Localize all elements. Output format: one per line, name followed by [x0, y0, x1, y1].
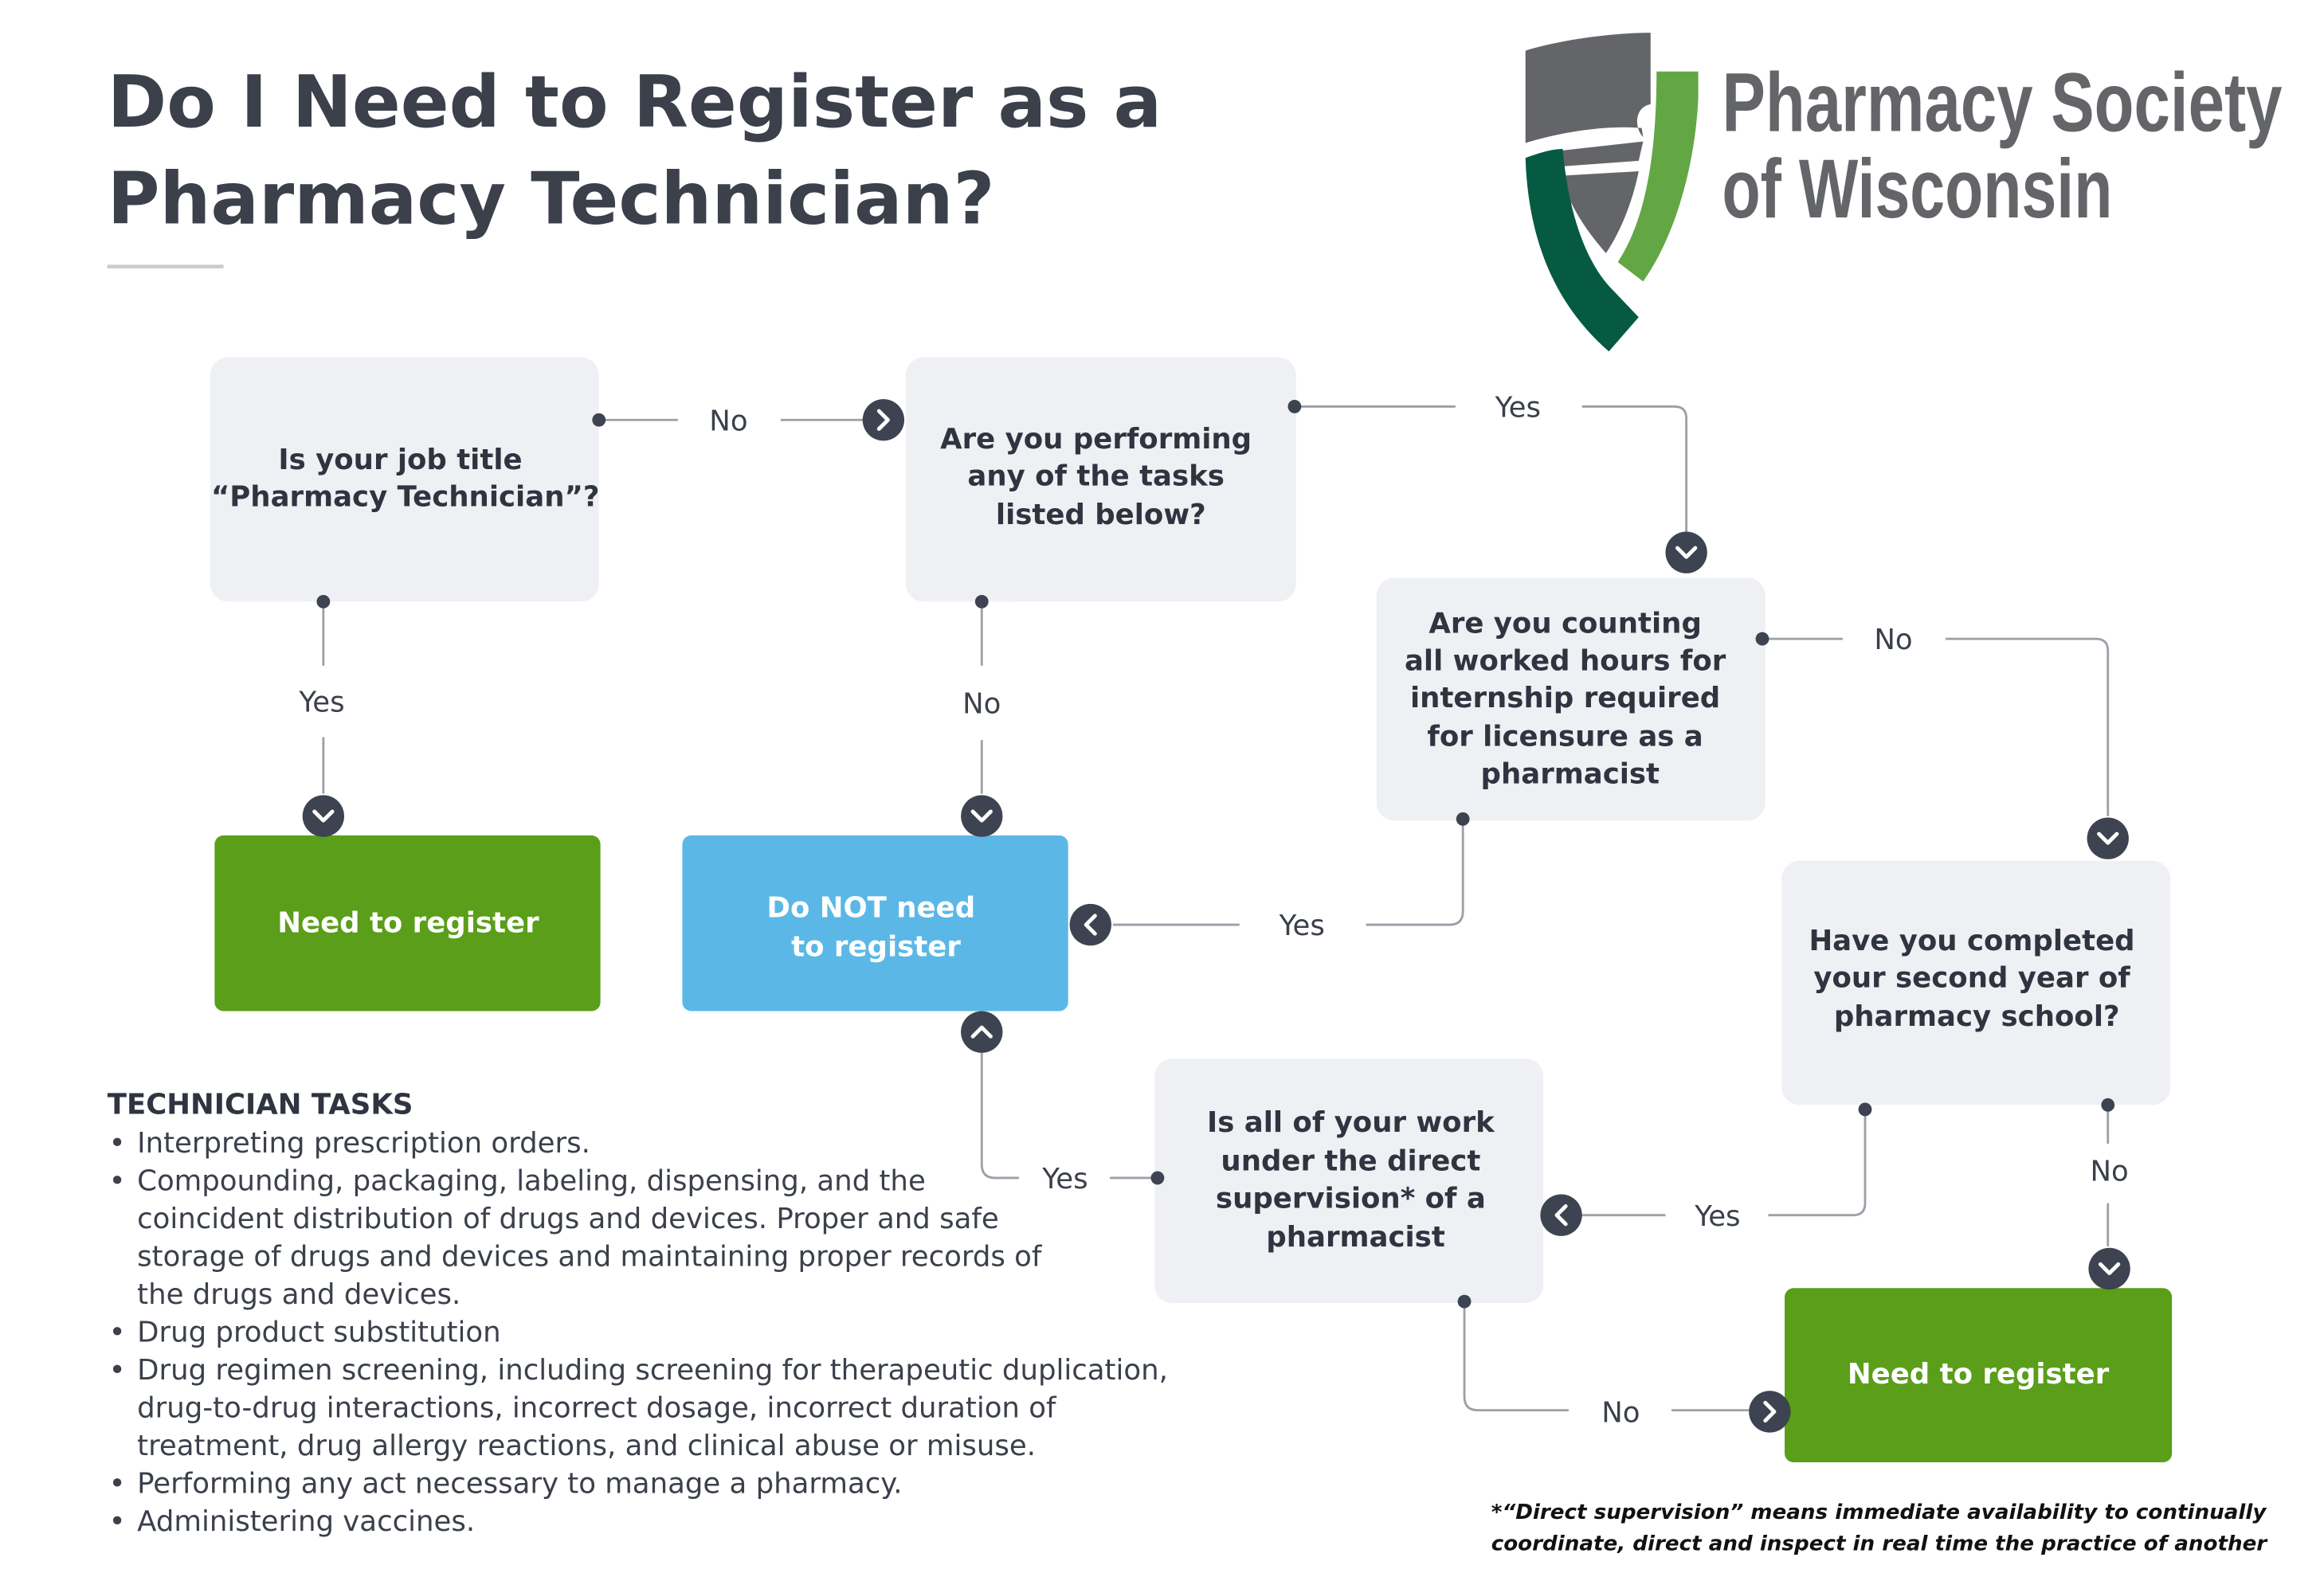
edge-label-intern-yes: Yes — [1279, 910, 1325, 942]
task-line: coincident distribution of drugs and dev… — [137, 1203, 999, 1235]
page-title-line2: Pharmacy Technician? — [108, 158, 995, 241]
chevron-down-icon — [2088, 1247, 2130, 1290]
edge-label-super-yes: Yes — [1041, 1163, 1088, 1195]
dot — [592, 413, 606, 427]
edge-label-job-no: No — [709, 405, 747, 437]
dot — [1150, 1171, 1165, 1185]
connectors — [322, 405, 2110, 1411]
question-supervision: Is all of your work under the direct sup… — [1207, 1106, 1504, 1254]
edge-label-intern-no: No — [1874, 624, 1912, 656]
bullet: • — [109, 1468, 126, 1501]
bullet: • — [109, 1354, 126, 1387]
logo-text-line1: Pharmacy Society — [1722, 57, 2283, 150]
task-line: Drug regimen screening, including screen… — [137, 1354, 1168, 1387]
edge-label-second-yes: Yes — [1694, 1200, 1740, 1233]
tasks-list: • Interpreting prescription orders. • Compo… — [109, 1127, 1168, 1538]
question-second-year-box — [1781, 860, 2171, 1105]
task-line: drug-to-drug interactions, incorrect dos… — [137, 1392, 1057, 1425]
question-second-year: Have you completed your second year of p… — [1809, 925, 2145, 1033]
chevron-down-icon — [302, 795, 345, 837]
question-supervision-box — [1154, 1059, 1544, 1303]
edge-label-second-no: No — [2090, 1156, 2128, 1188]
chevron-right-icon — [862, 399, 905, 441]
dot — [1457, 1294, 1472, 1309]
pharmacy-society-logo: Pharmacy Society of Wisconsin — [1525, 33, 2283, 352]
dot — [1287, 400, 1302, 413]
edge-label-job-yes: Yes — [298, 687, 344, 719]
task-line: Interpreting prescription orders. — [137, 1127, 590, 1160]
dot — [1755, 632, 1769, 646]
task-line: Compounding, packaging, labeling, dispen… — [137, 1165, 926, 1198]
footnote: *“Direct supervision” means immediate av… — [1491, 1501, 2274, 1555]
dot — [2101, 1098, 2115, 1112]
need-register-1: Need to register — [277, 906, 539, 939]
question-job-title-box — [210, 357, 599, 602]
chevron-left-icon — [1069, 903, 1111, 946]
chevron-up-icon — [961, 1011, 1003, 1053]
edge-label-tasks-yes: Yes — [1495, 392, 1541, 425]
need-register-box-1 — [214, 835, 601, 1012]
dot — [1858, 1102, 1872, 1117]
chevron-left-icon — [1540, 1194, 1582, 1236]
edge-label-tasks-no: No — [962, 688, 1001, 721]
logo-text-line2: of Wisconsin — [1722, 143, 2113, 236]
need-register-2: Need to register — [1848, 1358, 2110, 1391]
tasks-heading: TECHNICIAN TASKS — [108, 1089, 413, 1121]
not-register-box — [682, 835, 1068, 1012]
bullet: • — [109, 1317, 126, 1349]
not-register: Do NOT need to register — [767, 892, 986, 964]
chevron-down-icon — [961, 795, 1003, 837]
chevron-right-icon — [1749, 1391, 1791, 1433]
task-line: treatment, drug allergy reactions, and c… — [137, 1430, 1036, 1462]
task-line: storage of drugs and devices and maintai… — [137, 1241, 1043, 1274]
chevron-down-icon — [2087, 817, 2129, 859]
task-line: Drug product substitution — [137, 1317, 501, 1349]
chevron-down-icon — [1665, 531, 1707, 573]
task-line: Administering vaccines. — [137, 1505, 475, 1538]
need-register-box-2 — [1785, 1288, 2173, 1463]
question-internship: Are you counting all worked hours for in… — [1405, 608, 1736, 791]
dot — [1456, 812, 1470, 826]
edge-label-super-no: No — [1601, 1397, 1640, 1430]
dot — [316, 594, 331, 608]
question-tasks: Are you performing any of the tasks list… — [940, 423, 1261, 531]
task-line: Performing any act necessary to manage a… — [137, 1468, 902, 1501]
connector-dots — [316, 400, 2115, 1309]
bullet: • — [109, 1127, 126, 1160]
task-line: the drugs and devices. — [137, 1278, 460, 1311]
bullet: • — [109, 1505, 126, 1538]
question-internship-box — [1376, 577, 1766, 821]
question-job-title: Is your job title “Pharmacy Technician”? — [211, 444, 600, 514]
bullet: • — [109, 1165, 126, 1198]
dot — [974, 594, 989, 608]
question-tasks-box — [905, 357, 1296, 602]
page-title-line1: Do I Need to Register as a — [108, 61, 1162, 144]
